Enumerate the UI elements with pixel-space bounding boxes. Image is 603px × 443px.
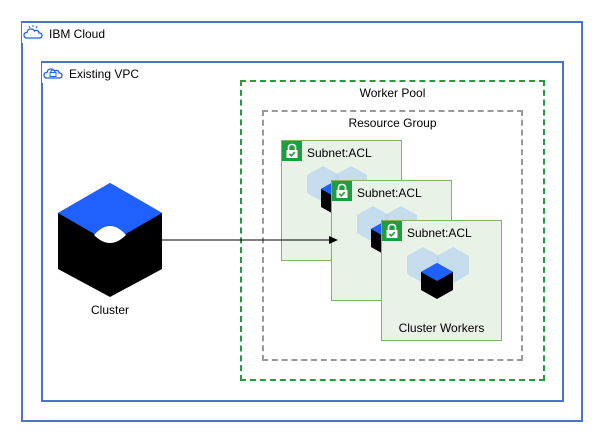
connection-arrow: [160, 236, 338, 244]
vpc-label: Existing VPC: [69, 67, 140, 81]
cloud-icon: [22, 23, 44, 43]
vpc-frame: [41, 61, 564, 402]
lock-icon: [282, 141, 302, 161]
cluster-icon: [58, 183, 162, 297]
worker-pool-frame: [240, 80, 545, 381]
cluster-label: Cluster: [90, 303, 129, 317]
vpc-cloud-icon: [42, 63, 64, 83]
lock-icon: [332, 181, 352, 201]
ibm-cloud-label: IBM Cloud: [49, 27, 106, 41]
resource-group-label: Resource Group: [348, 116, 437, 130]
worker-pool-label: Worker Pool: [359, 86, 426, 100]
cluster-workers-label: Cluster Workers: [398, 321, 485, 335]
lock-icon: [382, 221, 402, 241]
resource-group-frame: [262, 110, 523, 361]
subnet-label: Subnet:ACL: [357, 186, 422, 200]
subnet-label: Subnet:ACL: [307, 146, 372, 160]
subnet-label: Subnet:ACL: [407, 226, 472, 240]
cluster-workers-icon: [407, 247, 469, 299]
ibm-cloud-frame: [21, 21, 583, 422]
